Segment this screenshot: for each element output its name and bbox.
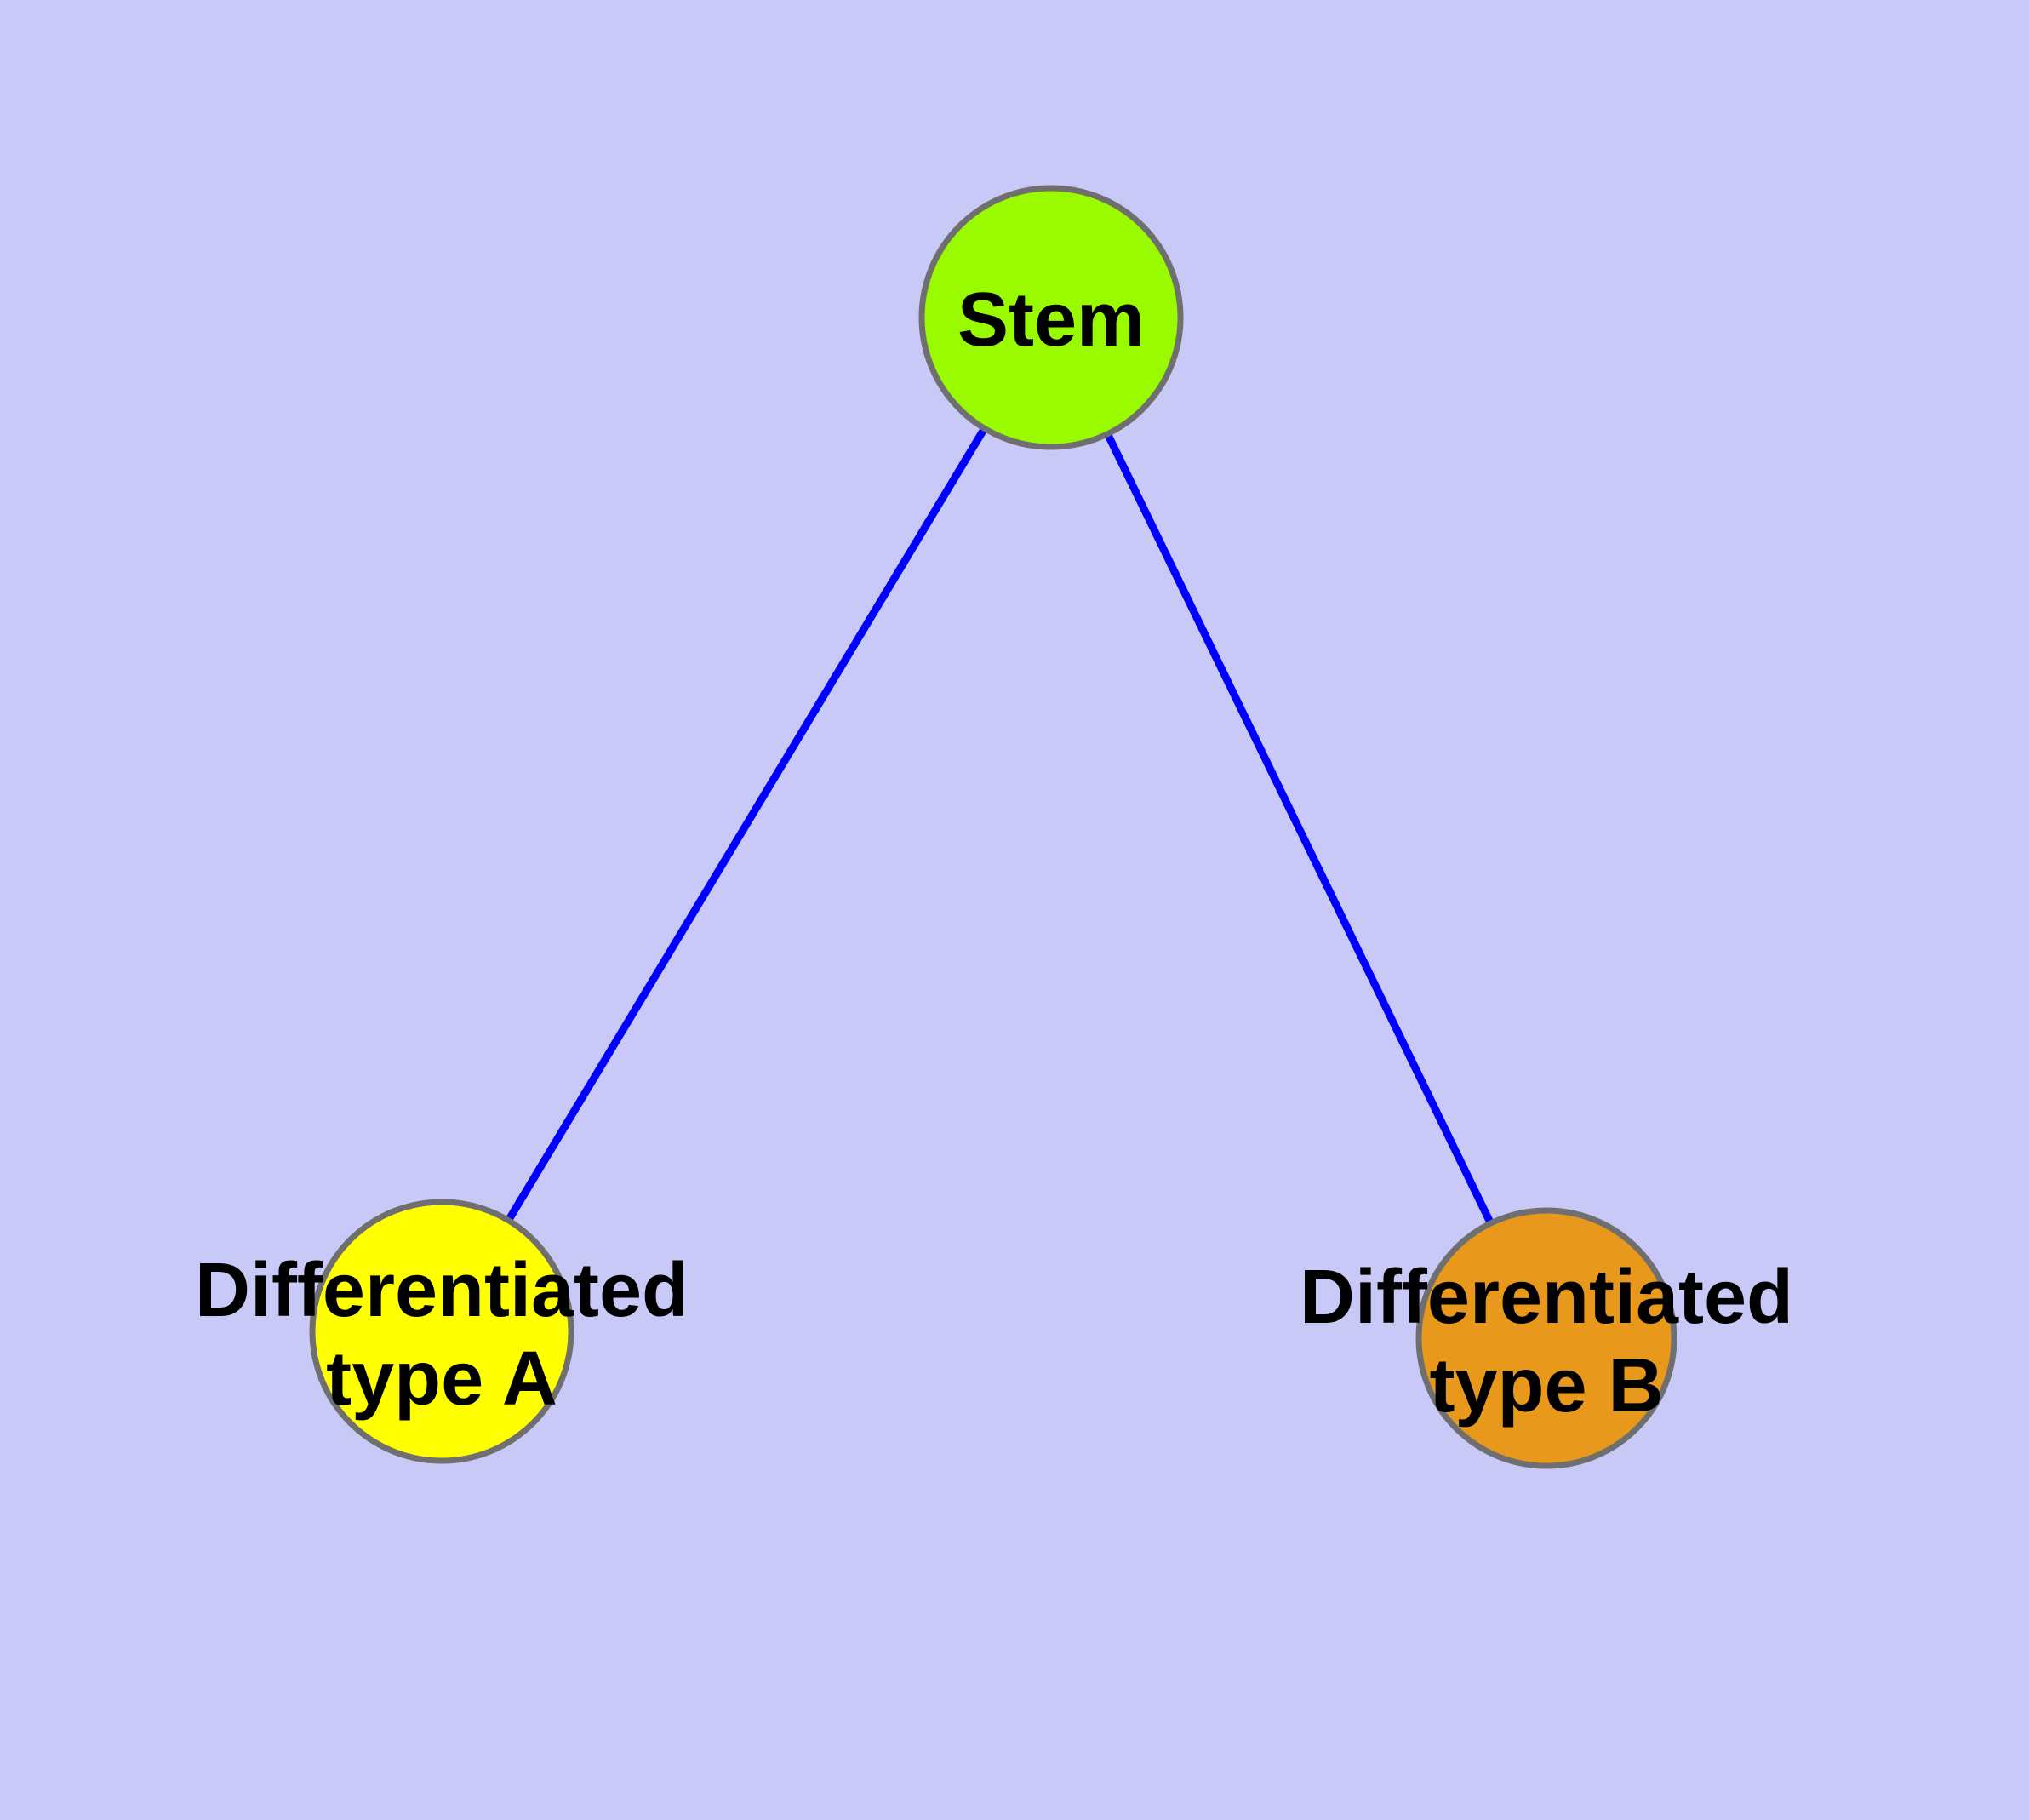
- node-type-a-circle: [309, 1199, 574, 1464]
- node-differentiated-type-b[interactable]: Differentiated type B: [1300, 1207, 1793, 1469]
- node-type-a-label-line2: type A: [326, 1336, 557, 1422]
- node-stem[interactable]: Stem: [918, 185, 1184, 450]
- node-stem-label: Stem: [957, 278, 1145, 363]
- edges: [437, 313, 1551, 1342]
- node-type-a-label-line1: Differentiated: [195, 1248, 689, 1333]
- node-type-b-label-line2: type B: [1429, 1343, 1663, 1428]
- node-differentiated-type-a[interactable]: Differentiated type A: [195, 1199, 689, 1464]
- node-type-b-label-line1: Differentiated: [1300, 1255, 1793, 1340]
- node-type-b-circle: [1415, 1207, 1677, 1469]
- node-stem-circle: [918, 185, 1184, 450]
- edge-stem-to-type-b: [1047, 313, 1551, 1342]
- edge-stem-to-type-a: [437, 313, 1055, 1336]
